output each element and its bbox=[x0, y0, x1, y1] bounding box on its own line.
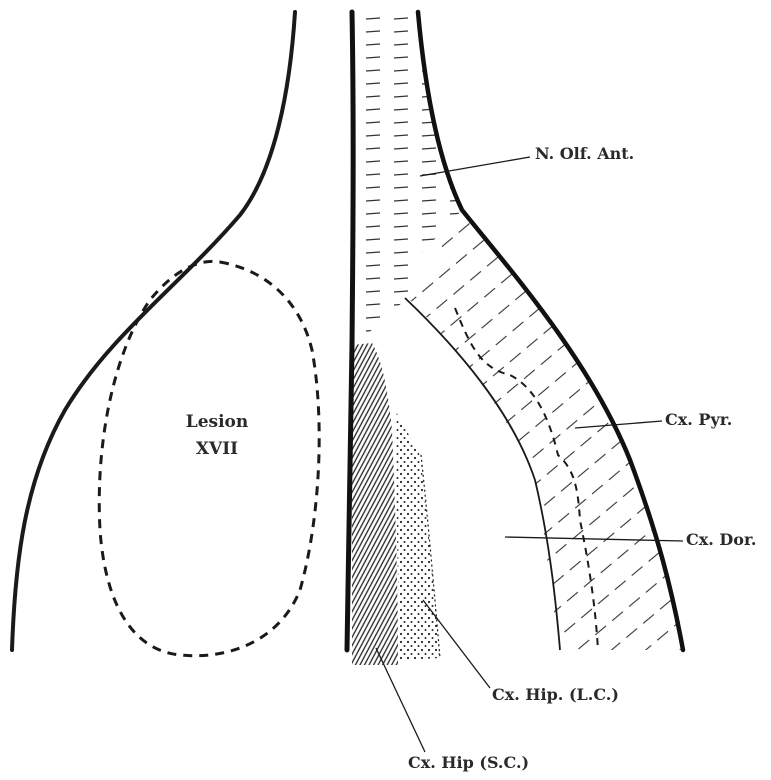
lesion-number: XVII bbox=[172, 441, 262, 458]
label-cx-hip-sc: Cx. Hip (S.C.) bbox=[408, 755, 529, 771]
label-cx-dor: Cx. Dor. bbox=[686, 532, 757, 548]
left-hemisphere-outline bbox=[12, 12, 295, 650]
label-n-olf-ant: N. Olf. Ant. bbox=[535, 146, 634, 162]
label-cx-pyr: Cx. Pyr. bbox=[665, 412, 732, 428]
label-cx-hip-lc: Cx. Hip. (L.C.) bbox=[492, 687, 619, 703]
leader-cx-hip-sc bbox=[376, 648, 425, 752]
lesion-label: Lesion bbox=[172, 414, 262, 431]
